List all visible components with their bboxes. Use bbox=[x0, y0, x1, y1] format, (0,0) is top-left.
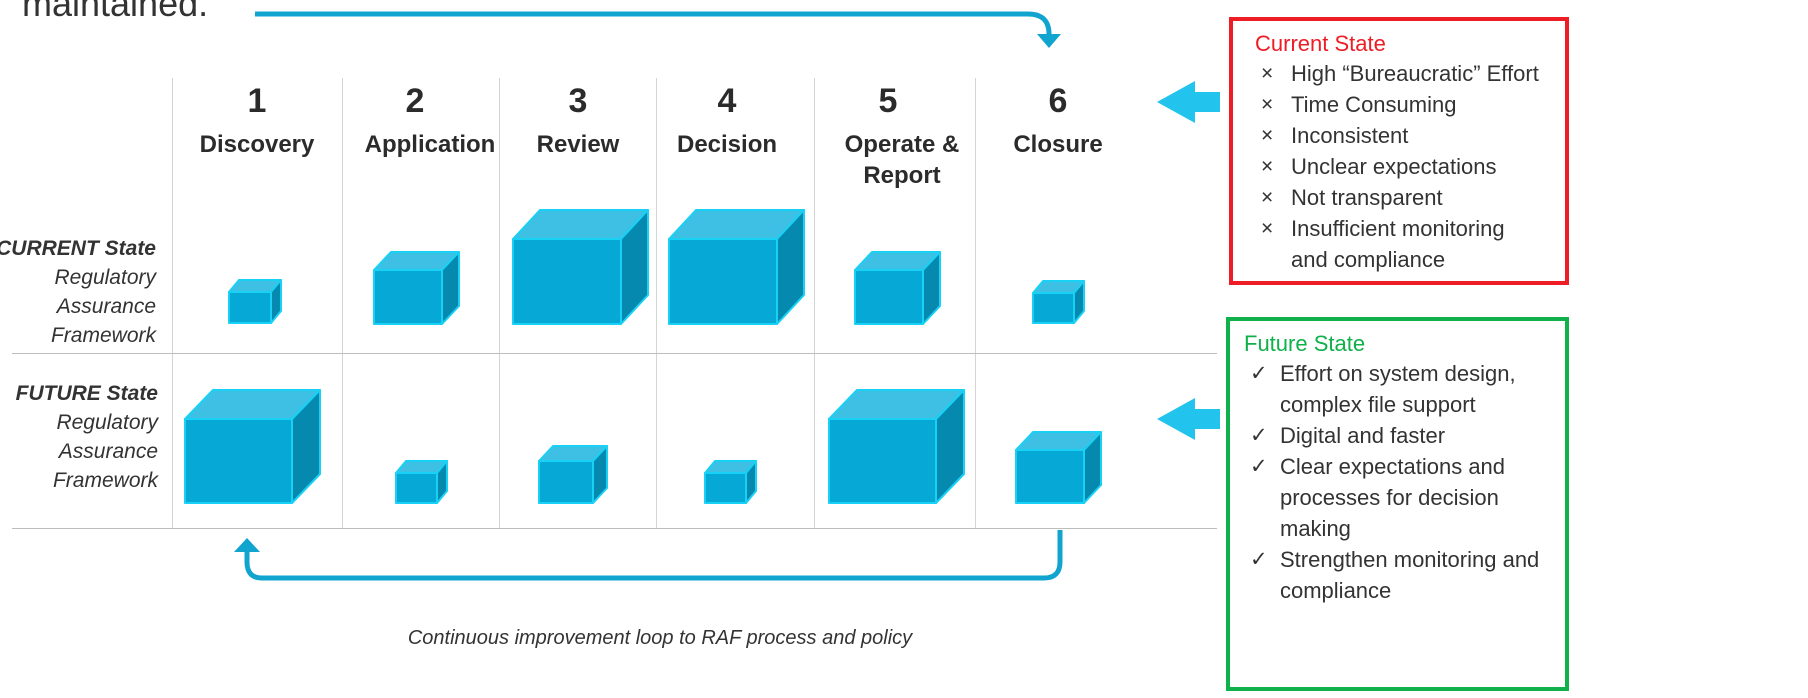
cube-icon bbox=[184, 389, 321, 504]
current-list-item: ×High “Bureaucratic” Effort bbox=[1255, 58, 1551, 89]
future-list-item: ✓Clear expectations and bbox=[1244, 451, 1551, 482]
future-state-line: Assurance bbox=[58, 440, 158, 463]
cube-icon bbox=[1032, 280, 1085, 324]
cross-icon: × bbox=[1261, 186, 1274, 209]
row-divider bbox=[12, 353, 1217, 354]
stage-number: 6 bbox=[1048, 82, 1068, 120]
current-state-label: CURRENT State Regulatory Assurance Frame… bbox=[0, 234, 156, 350]
current-list-item: ×Unclear expectations bbox=[1255, 151, 1551, 182]
current-list-item: ×Not transparent bbox=[1255, 182, 1551, 213]
cube-icon bbox=[668, 209, 805, 325]
current-state-line: Framework bbox=[50, 324, 156, 347]
cube-icon bbox=[373, 251, 460, 325]
check-icon: ✓ bbox=[1250, 548, 1268, 571]
check-icon: ✓ bbox=[1250, 455, 1268, 478]
stage-name: Review bbox=[536, 131, 620, 158]
stage-number: 5 bbox=[878, 82, 898, 120]
cube-icon bbox=[395, 460, 448, 504]
future-panel-title: Future State bbox=[1244, 331, 1366, 356]
cube-icon bbox=[854, 251, 941, 325]
grid-line bbox=[975, 78, 976, 528]
stage-name: Closure bbox=[1013, 131, 1103, 158]
cube-icon bbox=[538, 445, 608, 504]
cube-front-face bbox=[1015, 449, 1085, 504]
future-state-panel: Future State ✓Effort on system design, c… bbox=[1226, 317, 1569, 691]
top-arrowhead bbox=[1037, 34, 1061, 48]
stage-name-line1: Operate & bbox=[844, 131, 960, 158]
future-state-title: FUTURE State bbox=[15, 382, 158, 405]
stage-number: 3 bbox=[568, 82, 588, 120]
cube-front-face bbox=[668, 238, 778, 325]
cube-front-face bbox=[512, 238, 622, 325]
stage-name-line2: Report bbox=[863, 162, 941, 189]
future-list-item: ✓Strengthen monitoring and bbox=[1244, 544, 1551, 575]
cross-icon: × bbox=[1261, 93, 1274, 116]
stage-number: 2 bbox=[405, 82, 425, 120]
table-bottom-line bbox=[12, 528, 1217, 529]
future-list-item-continued: compliance bbox=[1280, 578, 1392, 603]
cross-icon: × bbox=[1261, 217, 1274, 240]
cross-icon: × bbox=[1261, 155, 1274, 178]
current-state-title: CURRENT State bbox=[0, 237, 156, 260]
future-list-item: ✓Digital and faster bbox=[1244, 420, 1551, 451]
stage-name: Decision bbox=[676, 131, 778, 158]
cross-icon: × bbox=[1261, 62, 1274, 85]
cube-front-face bbox=[228, 291, 272, 324]
current-pointer-arrow bbox=[1157, 81, 1220, 123]
cube-icon bbox=[828, 389, 965, 504]
check-icon: ✓ bbox=[1250, 424, 1268, 447]
cube-front-face bbox=[854, 269, 924, 325]
cube-front-face bbox=[373, 269, 443, 325]
cube-front-face bbox=[538, 460, 594, 504]
grid-line bbox=[342, 78, 343, 528]
cube-icon bbox=[512, 209, 649, 325]
current-panel-title: Current State bbox=[1255, 31, 1386, 56]
loop-arrowhead bbox=[234, 538, 260, 552]
future-pointer-arrow bbox=[1157, 398, 1220, 440]
grid-line bbox=[172, 78, 173, 528]
current-state-panel: Current State ×High “Bureaucratic” Effor… bbox=[1229, 17, 1569, 285]
grid-line bbox=[656, 78, 657, 528]
cross-icon: × bbox=[1261, 124, 1274, 147]
future-list-item: ✓Effort on system design, bbox=[1244, 358, 1551, 389]
cube-icon bbox=[228, 279, 282, 324]
cube-front-face bbox=[704, 472, 747, 504]
current-list-item: ×Inconsistent bbox=[1255, 120, 1551, 151]
stage-number: 4 bbox=[717, 82, 737, 120]
top-partial-text: maintained. bbox=[22, 0, 209, 24]
future-list-item-continued: complex file support bbox=[1280, 392, 1476, 417]
check-icon: ✓ bbox=[1250, 362, 1268, 385]
cube-icon bbox=[1015, 431, 1102, 504]
cube-front-face bbox=[184, 418, 293, 504]
current-list-item: ×Insufficient monitoring bbox=[1255, 213, 1551, 244]
loop-arrow-line bbox=[244, 530, 1063, 581]
current-list-item-continued: and compliance bbox=[1291, 247, 1446, 272]
loop-caption: Continuous improvement loop to RAF proce… bbox=[407, 627, 913, 649]
future-state-line: Framework bbox=[52, 469, 158, 492]
top-arrow-line bbox=[255, 11, 1052, 38]
current-list-item: ×Time Consuming bbox=[1255, 89, 1551, 120]
future-state-line: Regulatory bbox=[56, 411, 158, 434]
cube-icon bbox=[704, 460, 757, 504]
future-list-item-continued: making bbox=[1280, 516, 1351, 541]
grid-line bbox=[814, 78, 815, 528]
cube-front-face bbox=[828, 418, 937, 504]
cube-front-face bbox=[395, 472, 438, 504]
cube-front-face bbox=[1032, 292, 1075, 324]
stage-number: 1 bbox=[247, 82, 267, 120]
stage-name: Application bbox=[364, 131, 496, 158]
grid-line bbox=[499, 78, 500, 528]
future-state-label: FUTURE State Regulatory Assurance Framew… bbox=[0, 379, 158, 495]
current-state-line: Assurance bbox=[56, 295, 156, 318]
stage-name: Discovery bbox=[199, 131, 315, 158]
current-state-line: Regulatory bbox=[54, 266, 156, 289]
future-list-item-continued: processes for decision bbox=[1280, 485, 1499, 510]
